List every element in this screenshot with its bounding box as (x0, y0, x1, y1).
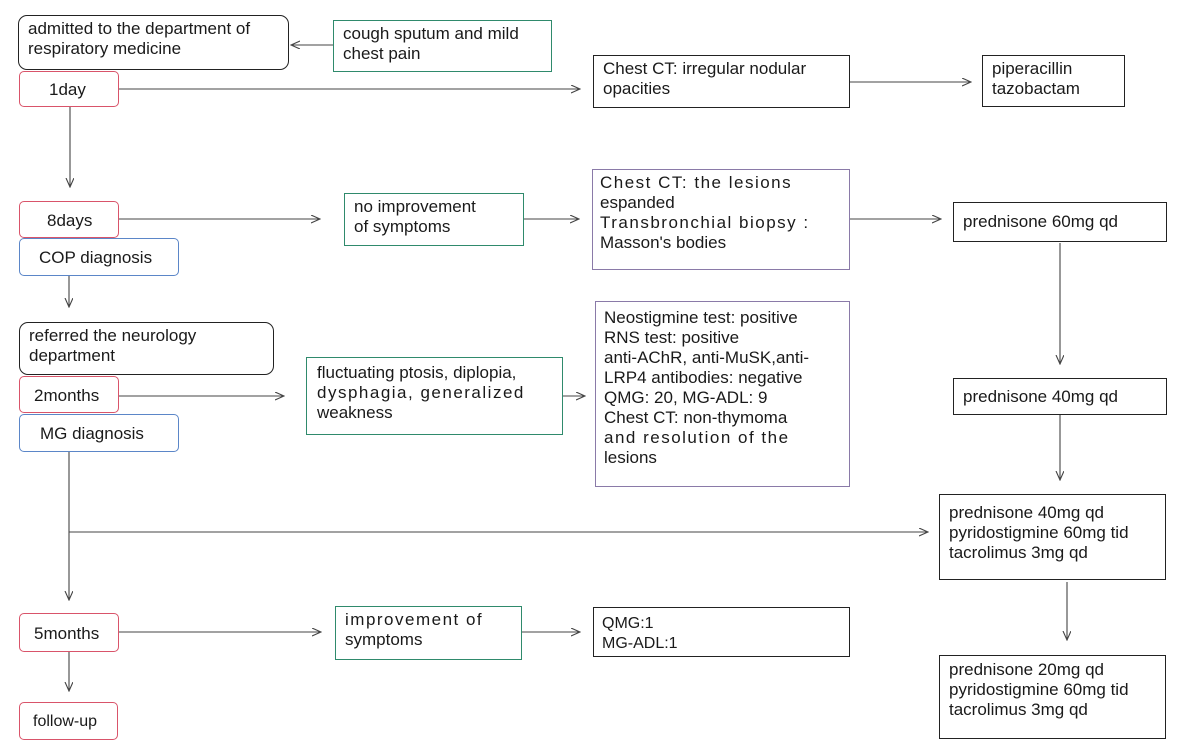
no-improvement-line-1: no improvement (354, 197, 476, 216)
mg-diagnosis-label: MG diagnosis (40, 424, 144, 443)
timepoint-2months: 2months (19, 376, 119, 413)
referral-box: referred the neurology department (19, 322, 274, 375)
timepoint-1day: 1day (19, 71, 119, 107)
mg-symptoms-line-1: fluctuating ptosis, diplopia, (317, 363, 517, 382)
tests-2months-box: Neostigmine test: positive RNS test: pos… (595, 301, 850, 487)
timepoint-followup: follow-up (19, 702, 118, 740)
referral-line-1: referred the neurology (29, 326, 197, 345)
prednisone-40-label: prednisone 40mg qd (963, 387, 1119, 406)
improvement-line-2: symptoms (345, 630, 423, 649)
tests-2months-line-7: and resolution of the (604, 428, 790, 447)
no-improvement-line-2: of symptoms (354, 217, 451, 236)
tests-2months-line-5: QMG: 20, MG-ADL: 9 (604, 388, 768, 407)
mg-diagnosis-box: MG diagnosis (19, 414, 179, 452)
final-treatment-line-3: tacrolimus 3mg qd (949, 700, 1088, 719)
chest-ct-1-line-2: opacities (603, 79, 671, 98)
tests-2months-line-2: RNS test: positive (604, 328, 740, 347)
timepoint-8days-label: 8days (47, 211, 93, 230)
no-improvement-box: no improvement of symptoms (344, 193, 524, 246)
admission-line-2: respiratory medicine (28, 39, 182, 58)
scores-5months-line-1: QMG:1 (602, 615, 654, 632)
combo-treatment-line-1: prednisone 40mg qd (949, 503, 1105, 522)
final-treatment-line-2: pyridostigmine 60mg tid (949, 680, 1129, 699)
tests-2months-line-6: Chest CT: non-thymoma (604, 408, 788, 427)
scores-5months-box: QMG:1 MG-ADL:1 (593, 607, 850, 657)
prednisone-60-box: prednisone 60mg qd (953, 202, 1167, 242)
tests-8days-box: Chest CT: the lesions espanded Transbron… (592, 169, 850, 270)
tests-8days-line-1: Chest CT: the lesions (600, 173, 793, 192)
initial-symptoms-line-2: chest pain (343, 44, 421, 63)
piperacillin-line-2: tazobactam (992, 79, 1080, 98)
tests-2months-line-3: anti-AChR, anti-MuSK,anti- (604, 348, 810, 367)
prednisone-40-box: prednisone 40mg qd (953, 378, 1167, 415)
mg-symptoms-line-2: dysphagia, generalized (317, 383, 525, 402)
tests-8days-line-3: Transbronchial biopsy : (600, 213, 810, 232)
tests-8days-line-2: espanded (600, 193, 675, 212)
prednisone-60-label: prednisone 60mg qd (963, 212, 1119, 231)
scores-5months-line-2: MG-ADL:1 (602, 635, 678, 652)
combo-treatment-line-3: tacrolimus 3mg qd (949, 543, 1088, 562)
admission-box: admitted to the department of respirator… (18, 15, 289, 70)
improvement-line-1: improvement of (345, 610, 484, 629)
chest-ct-1-box: Chest CT: irregular nodular opacities (593, 55, 850, 108)
final-treatment-box: prednisone 20mg qd pyridostigmine 60mg t… (939, 655, 1166, 739)
combo-treatment-line-2: pyridostigmine 60mg tid (949, 523, 1129, 542)
timepoint-2months-label: 2months (34, 386, 100, 405)
cop-diagnosis-label: COP diagnosis (39, 248, 153, 267)
timepoint-5months: 5months (19, 613, 119, 652)
final-treatment-line-1: prednisone 20mg qd (949, 660, 1105, 679)
mg-symptoms-line-3: weakness (317, 403, 393, 422)
improvement-box: improvement of symptoms (335, 606, 522, 660)
cop-diagnosis-box: COP diagnosis (19, 238, 179, 276)
timepoint-5months-label: 5months (34, 624, 100, 643)
tests-2months-line-4: LRP4 antibodies: negative (604, 368, 803, 387)
admission-line-1: admitted to the department of (28, 19, 251, 38)
chest-ct-1-line-1: Chest CT: irregular nodular (603, 59, 807, 78)
piperacillin-line-1: piperacillin (992, 59, 1073, 78)
referral-line-2: department (29, 346, 115, 365)
tests-2months-line-8: lesions (604, 448, 657, 467)
timepoint-followup-label: follow-up (33, 713, 98, 730)
timepoint-1day-label: 1day (49, 80, 86, 99)
combo-treatment-box: prednisone 40mg qd pyridostigmine 60mg t… (939, 494, 1166, 580)
tests-2months-line-1: Neostigmine test: positive (604, 308, 798, 327)
mg-symptoms-box: fluctuating ptosis, diplopia, dysphagia,… (306, 357, 563, 435)
piperacillin-box: piperacillin tazobactam (982, 55, 1125, 107)
tests-8days-line-4: Masson's bodies (600, 233, 727, 252)
initial-symptoms-line-1: cough sputum and mild (343, 24, 519, 43)
initial-symptoms-box: cough sputum and mild chest pain (333, 20, 552, 72)
timepoint-8days: 8days (19, 201, 119, 238)
